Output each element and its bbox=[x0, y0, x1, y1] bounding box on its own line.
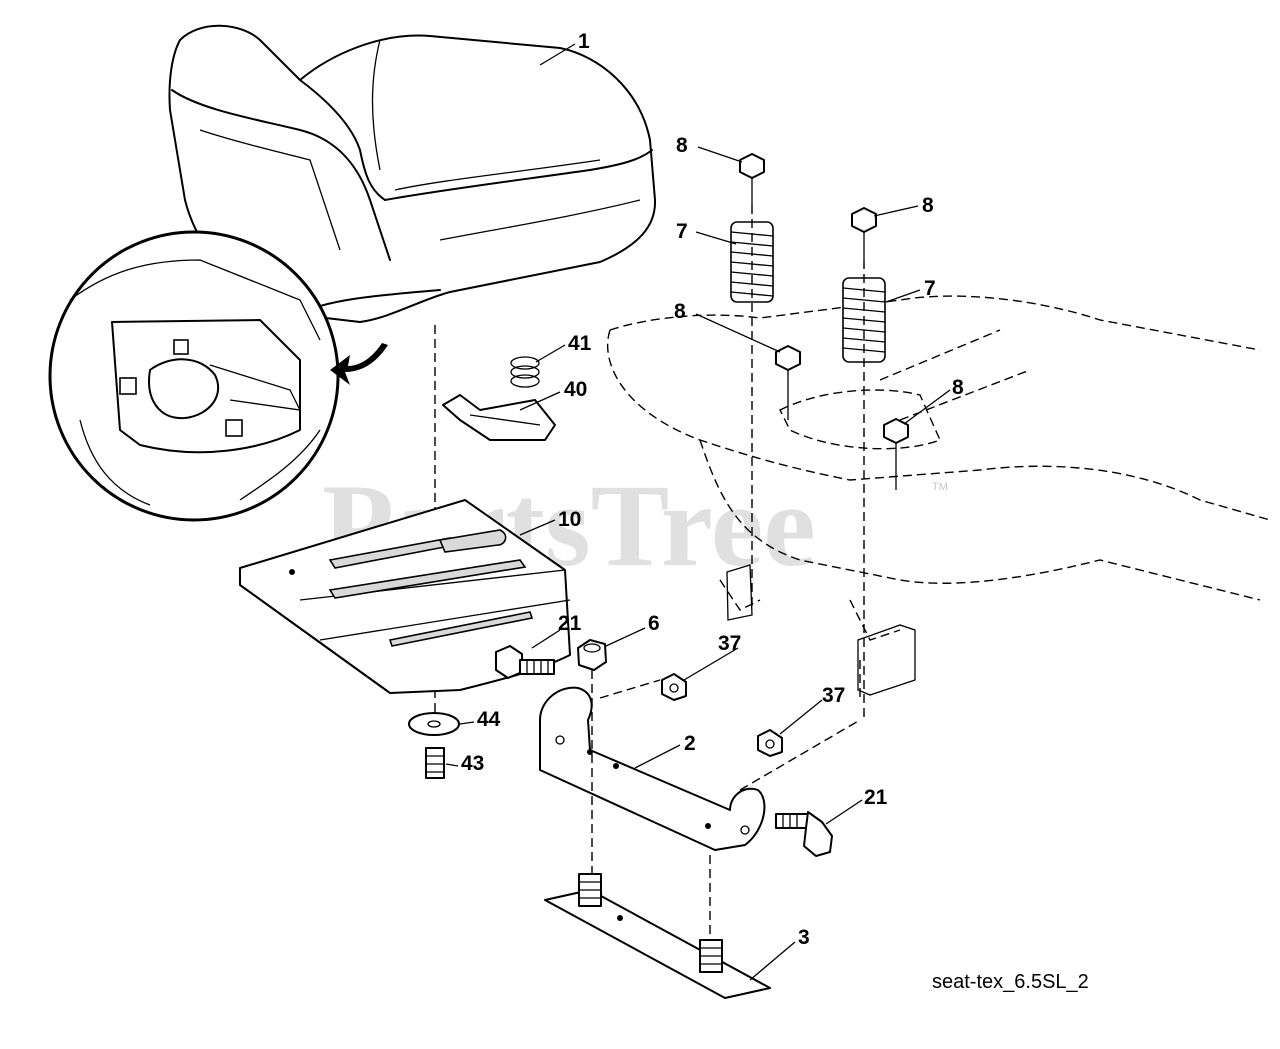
part-callouts: 1 8 8 7 7 8 8 41 40 10 21 6 37 37 2 44 4… bbox=[461, 30, 964, 949]
callout-21-b: 21 bbox=[864, 786, 888, 809]
callout-41: 41 bbox=[568, 332, 592, 355]
bolt-part-21b bbox=[775, 811, 833, 857]
bolt-part-8b bbox=[851, 207, 877, 260]
callout-8-d: 8 bbox=[952, 376, 964, 399]
callout-6: 6 bbox=[648, 612, 660, 635]
callout-2: 2 bbox=[684, 732, 696, 755]
bolt-part-8a bbox=[739, 153, 765, 205]
callout-37-b: 37 bbox=[822, 684, 845, 707]
frame-bracket-right bbox=[857, 624, 916, 696]
callout-44: 44 bbox=[477, 708, 501, 731]
bolt-part-43 bbox=[425, 747, 445, 779]
callout-40: 40 bbox=[564, 378, 587, 401]
callout-43: 43 bbox=[461, 752, 484, 775]
callout-7-b: 7 bbox=[924, 277, 936, 300]
callout-8-b: 8 bbox=[922, 194, 934, 217]
callout-10: 10 bbox=[558, 508, 581, 531]
nut-part-37a bbox=[661, 673, 687, 701]
callout-1: 1 bbox=[578, 30, 590, 53]
seat-bracket-part-2 bbox=[539, 686, 766, 851]
callout-37-a: 37 bbox=[718, 632, 741, 655]
bolt-part-8c bbox=[775, 345, 801, 420]
frame-bracket-left bbox=[726, 564, 753, 621]
guide-line-f bbox=[739, 719, 861, 791]
detail-arrow-icon bbox=[330, 343, 388, 385]
guide-line-e bbox=[599, 679, 661, 699]
callout-8-a: 8 bbox=[676, 134, 688, 157]
nut-part-6 bbox=[577, 639, 607, 671]
spring-part-41 bbox=[510, 356, 540, 388]
bolt-part-8d bbox=[883, 418, 909, 490]
diagram-reference-code: seat-tex_6.5SL_2 bbox=[932, 971, 1089, 993]
callout-3: 3 bbox=[798, 926, 810, 949]
watermark-trademark: TM bbox=[932, 481, 948, 493]
latch-detail-view bbox=[48, 230, 340, 522]
callout-8-c: 8 bbox=[674, 300, 686, 323]
seat-plate-part-10 bbox=[239, 499, 571, 694]
bolt-part-21a bbox=[495, 645, 555, 679]
callout-21-a: 21 bbox=[558, 612, 582, 635]
mower-frame-outline bbox=[606, 295, 1271, 700]
nut-part-37b bbox=[757, 729, 783, 757]
base-plate-part-3 bbox=[544, 873, 771, 999]
washer-part-44 bbox=[408, 712, 460, 736]
callout-7-a: 7 bbox=[676, 220, 688, 243]
leader-lines bbox=[445, 43, 951, 981]
